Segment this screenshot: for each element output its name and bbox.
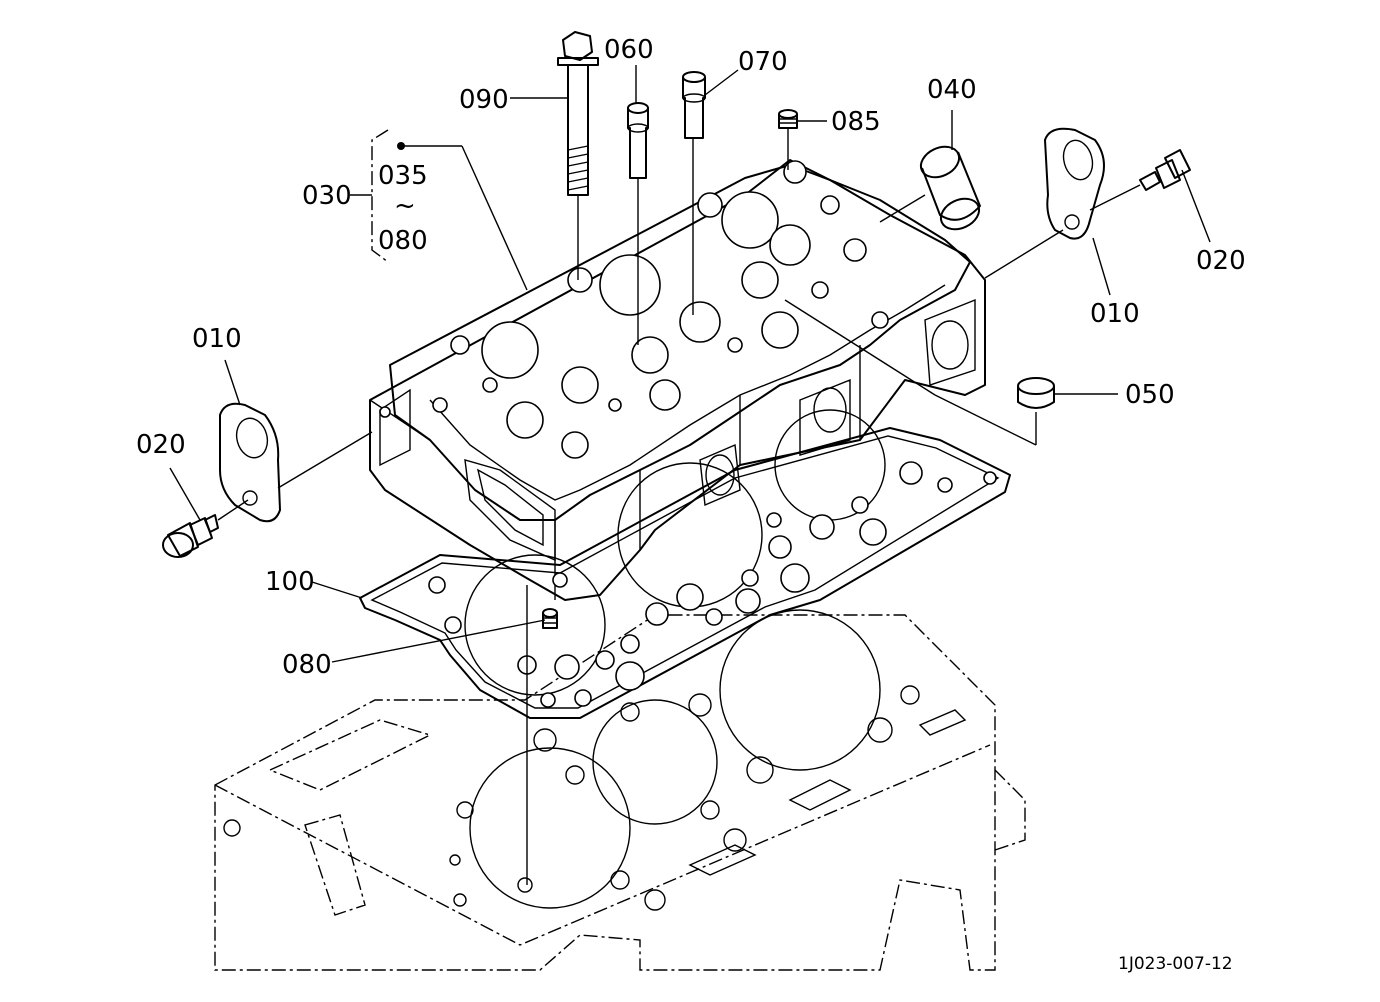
- callout-035: 035: [378, 161, 428, 191]
- callout-070: 070: [738, 47, 788, 77]
- callout-020-right: 020: [1196, 246, 1246, 276]
- callout-020-left: 020: [136, 430, 186, 460]
- callout-030: 030: [302, 181, 352, 211]
- callout-080: 080: [282, 650, 332, 680]
- stud-080: [331, 585, 558, 885]
- bracket-bolt-020-right: [1139, 149, 1211, 243]
- callout-040: 040: [927, 75, 977, 105]
- cap-040: [879, 110, 981, 231]
- callout-010-left: 010: [192, 324, 242, 354]
- head-gasket: [359, 409, 1011, 719]
- hanger-bracket-010-right: [984, 127, 1141, 296]
- callout-090: 090: [459, 85, 509, 115]
- group-bracket-030: [350, 129, 528, 291]
- hanger-bracket-010-left: [219, 359, 373, 523]
- callout-100: 100: [265, 567, 315, 597]
- head-bolt-090: [510, 31, 599, 280]
- cylinder-block: [214, 609, 1026, 971]
- callout-010-right: 010: [1090, 299, 1140, 329]
- seal-050: [784, 299, 1118, 446]
- callout-080-range: 080: [378, 226, 428, 256]
- callout-085: 085: [831, 107, 881, 137]
- callout-050: 050: [1125, 380, 1175, 410]
- range-symbol: ~: [394, 191, 416, 221]
- valve-guide-060: [627, 65, 649, 345]
- bracket-bolt-020-left: [162, 467, 249, 558]
- valve-guide-070: [682, 69, 739, 315]
- cylinder-head: [369, 159, 986, 601]
- plug-085: [778, 109, 827, 170]
- drawing-code: 1J023-007-12: [1118, 954, 1233, 974]
- callout-060: 060: [604, 35, 654, 65]
- leader-100: [311, 581, 363, 599]
